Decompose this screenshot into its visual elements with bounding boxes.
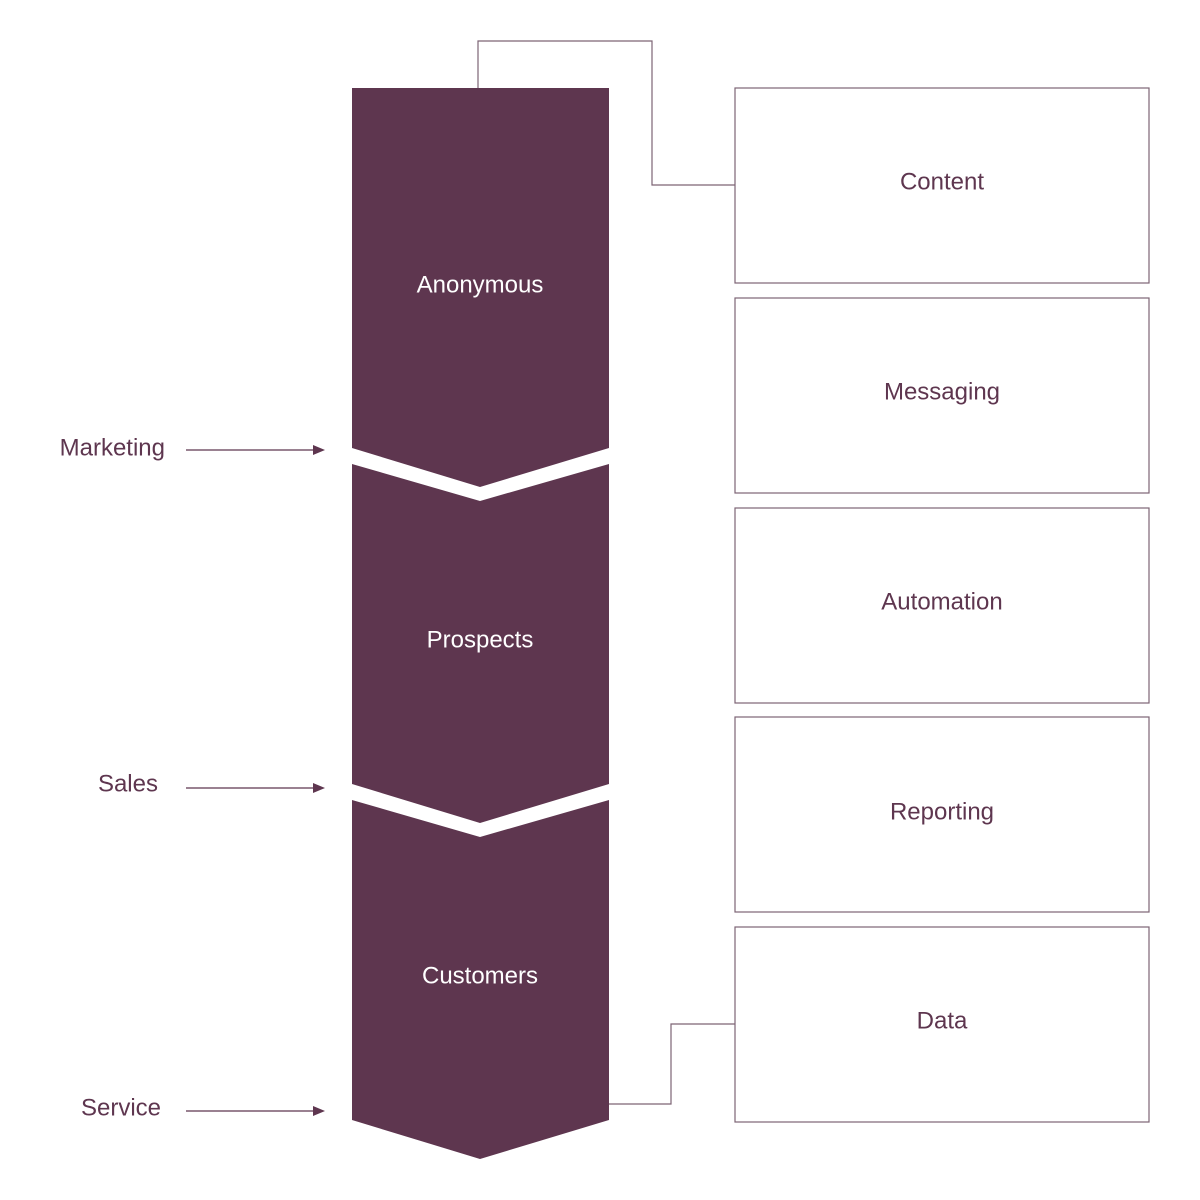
stage-customers: Customers xyxy=(352,800,609,1159)
department-service-label: Service xyxy=(81,1094,161,1121)
department-service: Service xyxy=(81,1094,325,1121)
department-marketing-label: Marketing xyxy=(60,434,165,461)
arrow-right-icon xyxy=(186,783,325,793)
department-marketing: Marketing xyxy=(60,434,325,461)
stage-anonymous-label: Anonymous xyxy=(417,271,544,298)
capability-reporting-box xyxy=(734,716,1150,913)
capability-data: Data xyxy=(734,926,1150,1123)
capability-messaging-box xyxy=(734,297,1150,494)
arrow-right-icon xyxy=(186,1106,325,1116)
capability-data-box xyxy=(734,926,1150,1123)
capability-messaging: Messaging xyxy=(734,297,1150,494)
stage-anonymous: Anonymous xyxy=(352,88,609,487)
capability-content-label: Content xyxy=(900,168,984,195)
capability-reporting-label: Reporting xyxy=(890,798,994,825)
stage-prospects: Prospects xyxy=(352,464,609,823)
connector-customers-to-data xyxy=(608,1023,735,1105)
capability-reporting: Reporting xyxy=(734,716,1150,913)
stage-customers-shape xyxy=(352,800,609,1159)
department-sales-label: Sales xyxy=(98,770,158,797)
capability-automation-box xyxy=(734,507,1150,704)
stage-anonymous-shape xyxy=(352,88,609,487)
capability-automation: Automation xyxy=(734,507,1150,704)
capability-automation-label: Automation xyxy=(881,588,1002,615)
capability-data-label: Data xyxy=(917,1007,968,1034)
connector-anonymous-to-content xyxy=(477,40,735,186)
stage-prospects-label: Prospects xyxy=(427,626,534,653)
capability-messaging-label: Messaging xyxy=(884,378,1000,405)
stage-customers-label: Customers xyxy=(422,962,538,989)
department-sales: Sales xyxy=(98,770,325,797)
arrow-right-icon xyxy=(186,445,325,455)
capability-content-box xyxy=(734,87,1150,284)
capability-content: Content xyxy=(734,87,1150,284)
stage-prospects-shape xyxy=(352,464,609,823)
